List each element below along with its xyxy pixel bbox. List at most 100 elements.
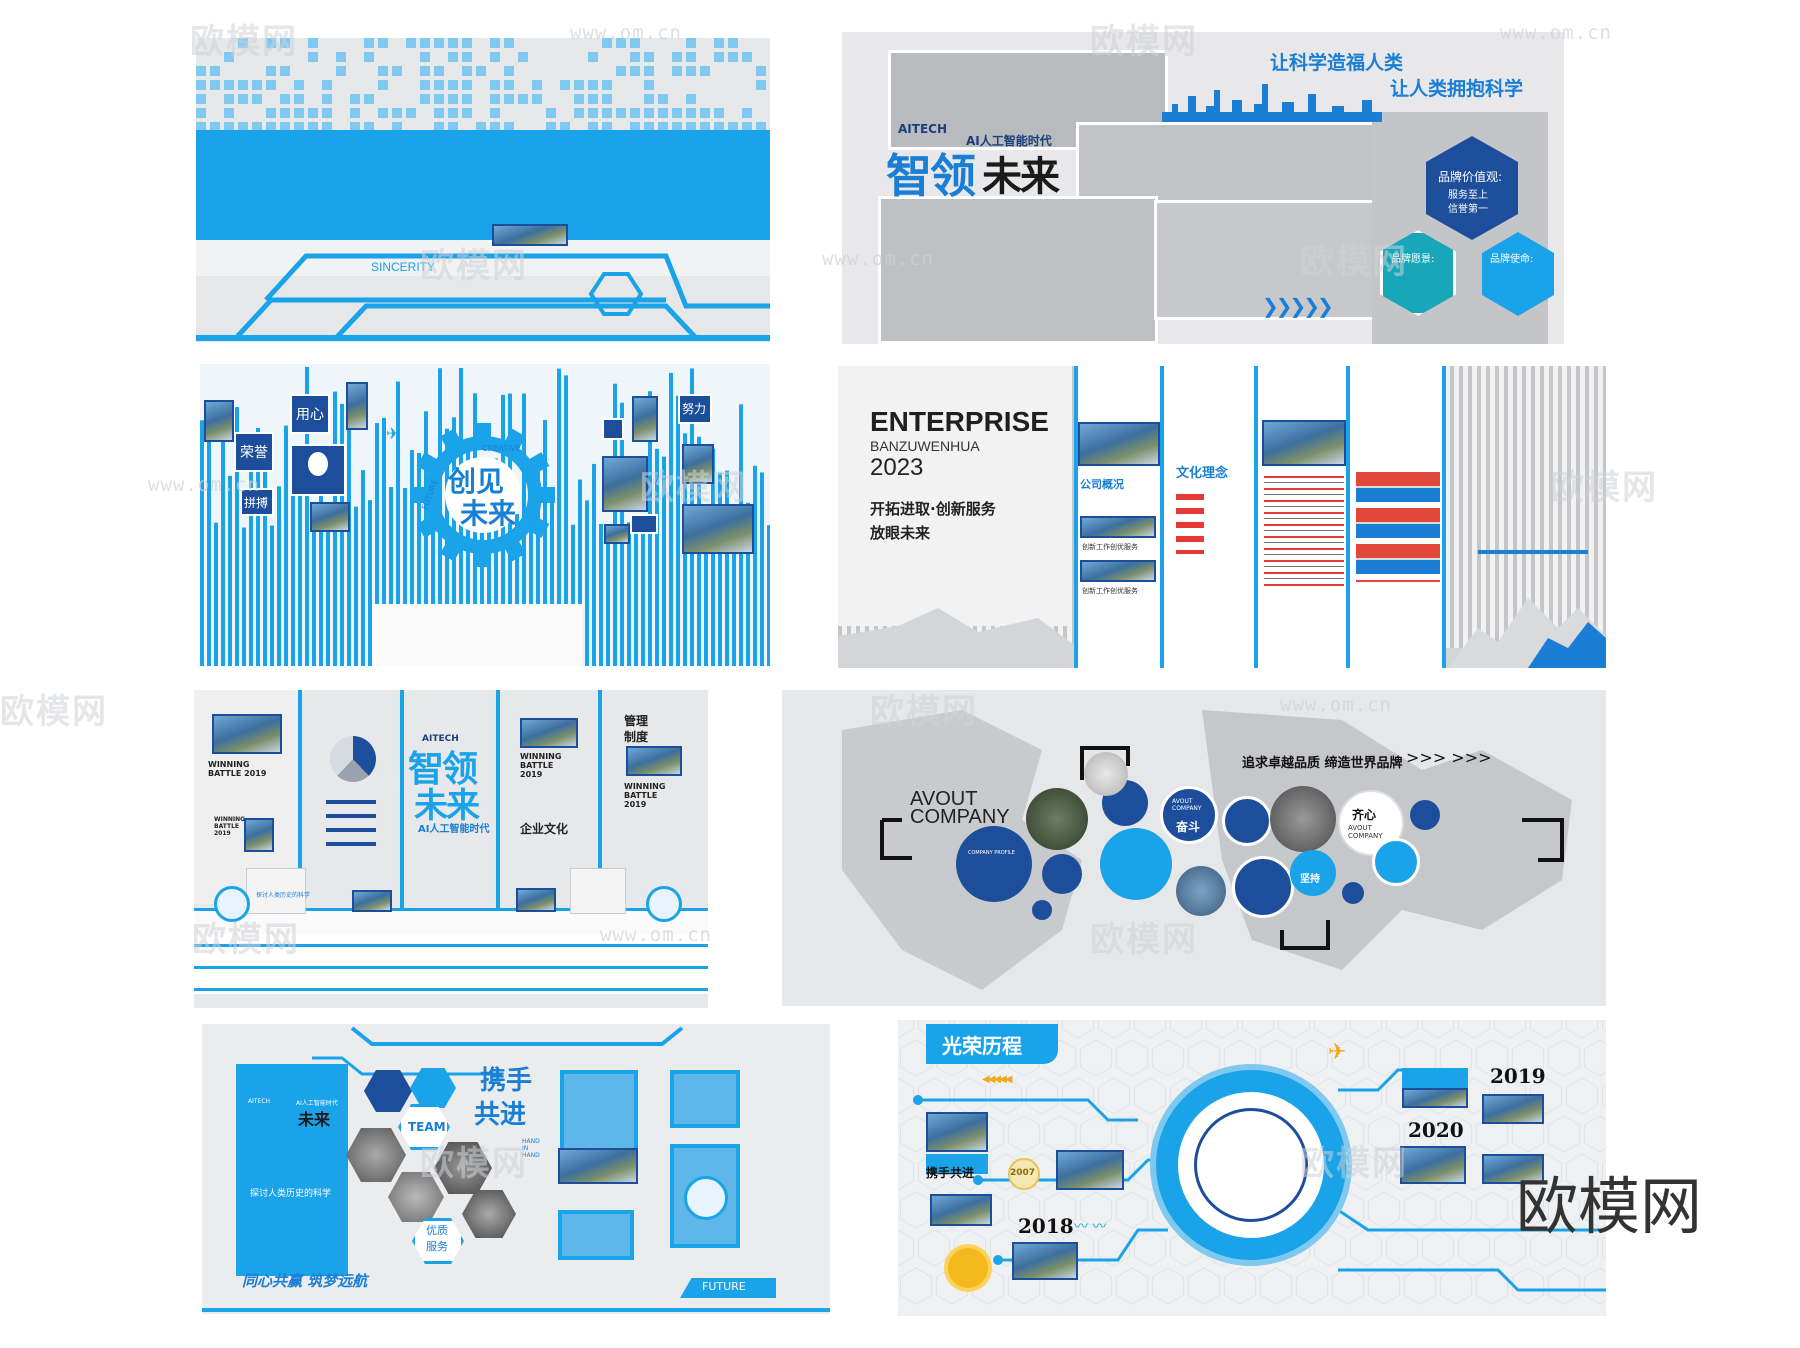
hex-cell	[1115, 1191, 1149, 1229]
pixel-square	[630, 38, 640, 48]
hex-cell	[1385, 1020, 1419, 1039]
stripe	[284, 425, 288, 666]
hex-cell	[1421, 1020, 1455, 1039]
pixel-square	[322, 108, 332, 118]
hex-cell	[1295, 1267, 1329, 1305]
gear-tooth	[411, 487, 429, 503]
stripe	[718, 472, 722, 666]
stripe	[291, 471, 295, 666]
struggle-en: AVOUT COMPANY	[1172, 798, 1202, 812]
pixel-square	[644, 94, 654, 104]
pixel-square	[322, 122, 332, 132]
hex-cell	[1547, 1039, 1581, 1077]
pixel-square	[700, 122, 710, 132]
team-label: TEAM	[408, 1120, 446, 1134]
hex-cell	[1583, 1039, 1606, 1077]
pixel-square	[266, 122, 276, 132]
watermark-2: 欧模网	[1090, 22, 1198, 62]
bulb-shape	[308, 452, 328, 476]
photo-2018-c	[1012, 1242, 1078, 1280]
stripe	[543, 420, 547, 666]
pixel-square	[672, 108, 682, 118]
pixel-square	[658, 108, 668, 118]
stripe	[235, 407, 239, 666]
slogan: 同心共赢 筑梦远航	[242, 1272, 368, 1290]
gear-icon	[411, 423, 555, 567]
hex-photo-1	[346, 1128, 406, 1182]
hex-cell	[1457, 1020, 1491, 1039]
label-together: 携手共进	[926, 1166, 975, 1180]
pixel-square	[448, 52, 458, 62]
brand-label: AITECH	[422, 734, 459, 744]
watermark-9: 欧模网	[192, 920, 300, 960]
hex-cell	[1511, 1267, 1545, 1305]
hex-cell	[1529, 1077, 1563, 1115]
hex-cell	[1331, 1267, 1365, 1305]
circle-text-1	[1222, 796, 1272, 846]
gear-tooth	[525, 515, 550, 538]
pixel-square	[476, 66, 486, 76]
pixel-square	[756, 66, 766, 76]
hex-cell	[1079, 1191, 1113, 1229]
pixel-square	[588, 52, 598, 62]
pixel-square	[294, 94, 304, 104]
hex-cell	[1007, 1115, 1041, 1153]
hex-cell	[1151, 1267, 1185, 1305]
pixel-square	[644, 52, 654, 62]
pixel-square	[420, 66, 430, 76]
globe-display-left	[214, 886, 250, 922]
stripe	[431, 459, 435, 666]
pixel-square	[686, 108, 696, 118]
hex-cell	[1493, 1020, 1527, 1039]
gray-stripe	[1477, 366, 1481, 668]
photo-box-2019	[1402, 1088, 1468, 1108]
stripe	[515, 513, 519, 666]
slogan-1: 让科学造福人类	[1270, 52, 1404, 74]
circle-blue-right	[1372, 838, 1420, 886]
pixel-square	[238, 122, 248, 132]
circle-large-blue	[1100, 828, 1172, 900]
screen-image	[492, 224, 568, 246]
pixel-square	[462, 80, 472, 90]
pixel-square	[714, 52, 724, 62]
hex-cell	[1115, 1039, 1149, 1077]
pixel-grid-pattern	[196, 38, 766, 132]
pixel-square	[644, 80, 654, 90]
struggle-label: 奋斗	[1176, 820, 1201, 834]
ring-top-label: CREATIVE	[482, 444, 521, 453]
handshake-photo	[520, 718, 578, 748]
pixel-square	[224, 108, 234, 118]
gray-stripe	[1450, 366, 1454, 668]
hex-cell	[1511, 1191, 1545, 1229]
stripe	[746, 502, 750, 666]
pixel-square	[574, 94, 584, 104]
panel-sincerity-wall: SINCERITY	[196, 38, 770, 342]
photo-2007	[1056, 1150, 1124, 1190]
pixel-square	[714, 122, 724, 132]
hex-cell	[1007, 1191, 1041, 1229]
pixel-square	[350, 94, 360, 104]
panel-culture-wall: WINNING BATTLE 2019 WINNING BATTLE 2019 …	[194, 690, 708, 1008]
watermark-url-1: www.om.cn	[570, 22, 682, 44]
pixel-square	[756, 122, 766, 132]
pixel-square	[266, 80, 276, 90]
tag-frame-3	[240, 488, 274, 516]
stripe	[655, 448, 659, 666]
pixel-square	[378, 38, 388, 48]
pixel-square	[252, 94, 262, 104]
vertical-stripes	[200, 366, 770, 666]
hex-1	[364, 1070, 412, 1112]
pixel-square	[602, 108, 612, 118]
center-title-b: 未来	[460, 497, 517, 530]
pixel-square	[742, 122, 752, 132]
stripe	[732, 514, 736, 666]
year-badge	[1008, 1158, 1040, 1190]
photo-frame-1	[204, 400, 234, 442]
pixel-square	[630, 66, 640, 76]
pixel-square	[196, 108, 206, 118]
gray-stripe	[1459, 366, 1463, 668]
pixel-square	[714, 38, 724, 48]
hex-cell	[1349, 1020, 1383, 1039]
circle-dot-1	[1410, 800, 1440, 830]
pixel-square	[728, 122, 738, 132]
